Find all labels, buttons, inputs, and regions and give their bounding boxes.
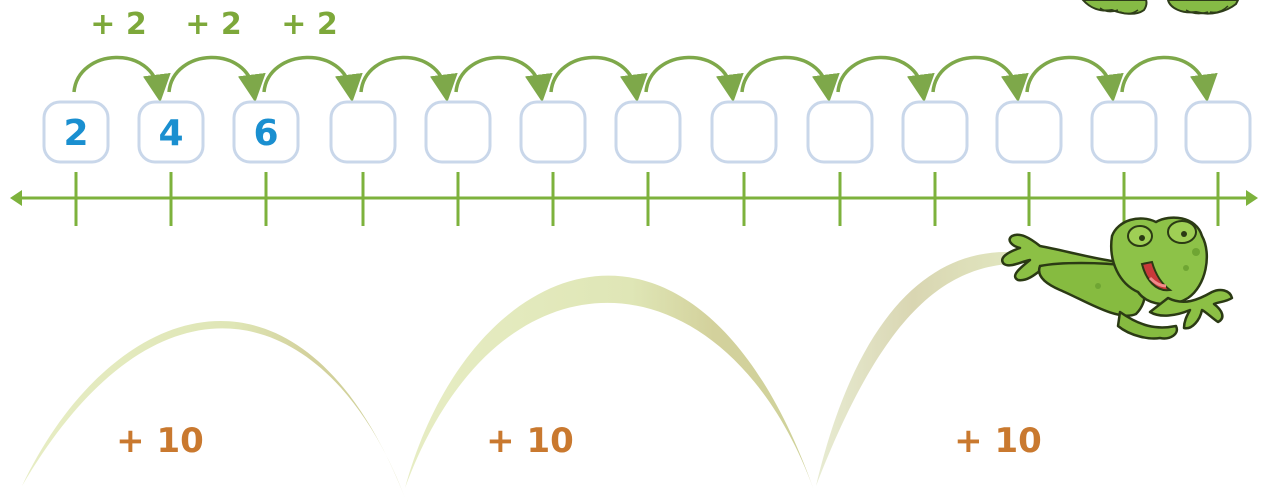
small-jump-arrow (262, 55, 363, 103)
number-box[interactable] (1090, 100, 1158, 164)
number-box-frame (614, 100, 682, 164)
big-jump-labels: + 10 + 10 + 10 (116, 421, 1042, 461)
number-box[interactable]: 2 (42, 100, 110, 164)
number-box-value: 6 (253, 113, 278, 154)
number-box-frame (137, 100, 205, 164)
number-box-frame (424, 100, 492, 164)
number-box[interactable] (995, 100, 1063, 164)
number-box[interactable] (1184, 100, 1252, 164)
number-box[interactable] (424, 100, 492, 164)
number-box-value: 2 (63, 113, 88, 154)
small-jump-label: + 2 (90, 7, 146, 42)
small-jump-arrow (167, 55, 266, 103)
number-box-frame (519, 100, 587, 164)
small-jump-arrow (454, 55, 553, 103)
small-jump-arrow (836, 55, 935, 103)
small-jump-arrow (644, 55, 744, 103)
number-box[interactable]: 4 (137, 100, 205, 164)
frog-icon (1001, 216, 1234, 340)
number-box-frame (42, 100, 110, 164)
small-jump-arrow (72, 55, 171, 103)
number-box-frame (1090, 100, 1158, 164)
big-jump-arc (816, 251, 1010, 486)
number-box[interactable] (901, 100, 969, 164)
number-box-value: 4 (158, 113, 183, 154)
big-jump-arcs (22, 251, 1010, 498)
small-jump-arrow (549, 55, 648, 103)
number-box[interactable] (806, 100, 874, 164)
small-jump-arrow (740, 55, 840, 103)
number-line (10, 172, 1258, 226)
small-jump-arrow (1025, 55, 1124, 103)
number-box-frame (995, 100, 1063, 164)
small-jump-labels: + 2 + 2 + 2 (90, 7, 337, 42)
small-jump-arrow (931, 55, 1029, 103)
number-box-frame (232, 100, 300, 164)
right-arrow-icon (1246, 190, 1258, 206)
big-jump-label: + 10 (486, 421, 574, 461)
number-box[interactable] (614, 100, 682, 164)
number-box-frame (901, 100, 969, 164)
number-box-frame (806, 100, 874, 164)
big-jump-label: + 10 (954, 421, 1042, 461)
big-jump-arc (22, 321, 405, 498)
frog-feet-icon (1081, 0, 1240, 15)
number-box[interactable] (329, 100, 397, 164)
small-jump-label: + 2 (185, 7, 241, 42)
small-jump-arrows (72, 55, 1218, 103)
big-jump-arc (405, 275, 816, 496)
number-line-ticks (74, 172, 1220, 226)
number-box-frame (710, 100, 778, 164)
number-box-frame (329, 100, 397, 164)
number-box[interactable] (710, 100, 778, 164)
left-arrow-icon (10, 190, 22, 206)
big-jump-label: + 10 (116, 421, 204, 461)
small-jump-arrow (359, 55, 458, 103)
number-box-frame (1184, 100, 1252, 164)
small-jump-label: + 2 (281, 7, 337, 42)
number-box[interactable]: 6 (232, 100, 300, 164)
number-boxes: 2 4 6 (42, 100, 1252, 164)
small-jump-arrow (1120, 55, 1218, 103)
number-box[interactable] (519, 100, 587, 164)
